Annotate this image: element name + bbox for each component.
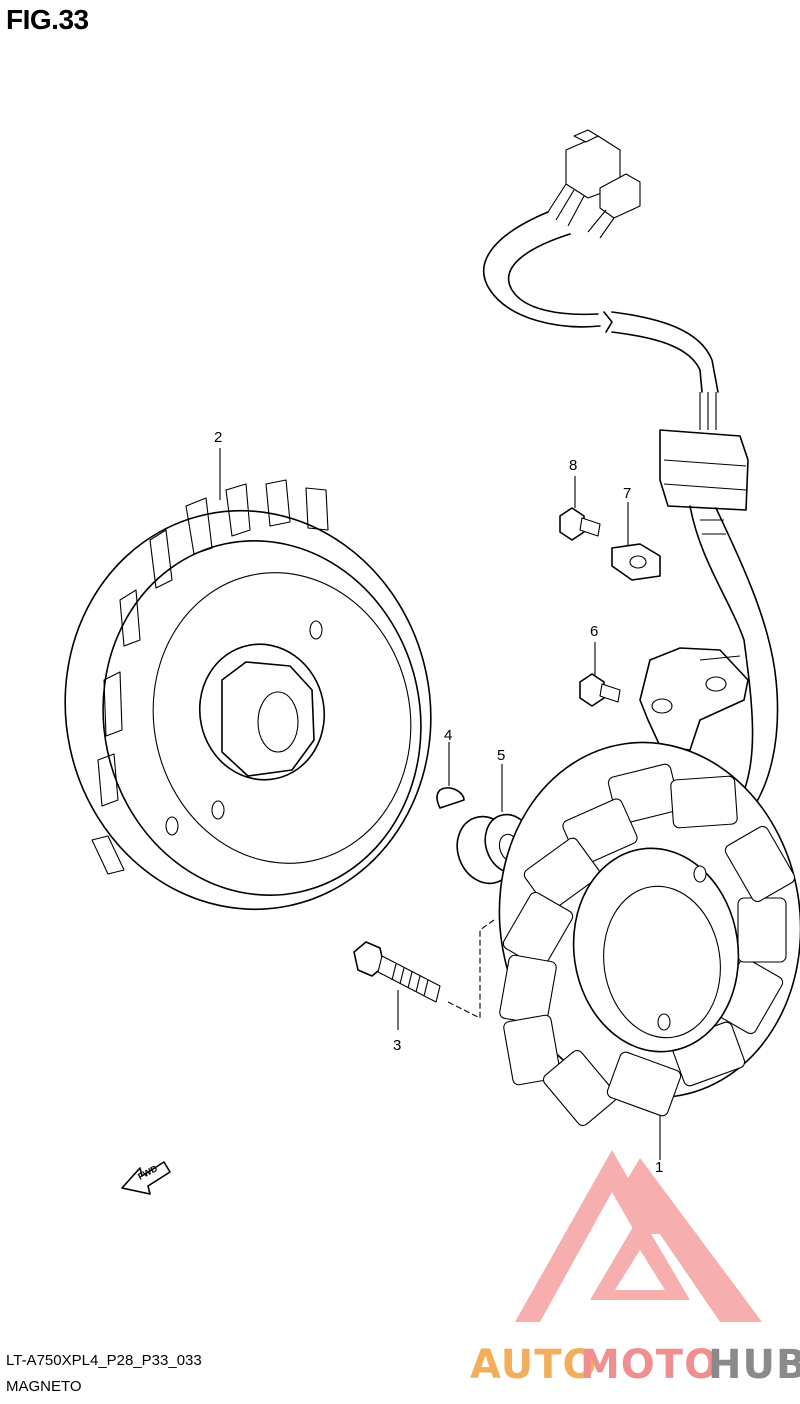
part-number-3: 3 — [393, 1037, 401, 1054]
figure-title: FIG.33 — [6, 4, 89, 35]
rotor — [64, 479, 432, 911]
watermark-moto: MOTO — [580, 1342, 719, 1388]
part-number-6: 6 — [590, 623, 598, 640]
part-number-7: 7 — [623, 485, 631, 502]
part-number-2: 2 — [214, 429, 222, 446]
part-numbers: 2 8 7 6 4 5 3 1 — [214, 429, 663, 1176]
watermark-auto: AUTO — [470, 1342, 598, 1388]
watermark-logo — [515, 1150, 762, 1322]
part-number-8: 8 — [569, 457, 577, 474]
watermark-hub: HUB — [708, 1342, 800, 1388]
leader-lines — [219, 448, 661, 1160]
bolt-3 — [353, 919, 495, 1019]
part-number-4: 4 — [444, 727, 452, 744]
stator — [498, 741, 800, 1127]
part-number-1: 1 — [655, 1159, 663, 1176]
clamp — [611, 543, 661, 581]
fwd-arrow-icon: FWD — [121, 1161, 171, 1195]
watermark-text: AUTO MOTO HUB — [470, 1342, 800, 1388]
screw-8 — [559, 507, 601, 541]
diagram-code: LT-A750XPL4_P28_P33_033 — [6, 1352, 202, 1369]
wire-harness — [483, 129, 779, 821]
screw-6 — [579, 673, 621, 707]
key — [436, 787, 465, 809]
diagram-caption: MAGNETO — [6, 1378, 82, 1395]
part-number-5: 5 — [497, 747, 505, 764]
